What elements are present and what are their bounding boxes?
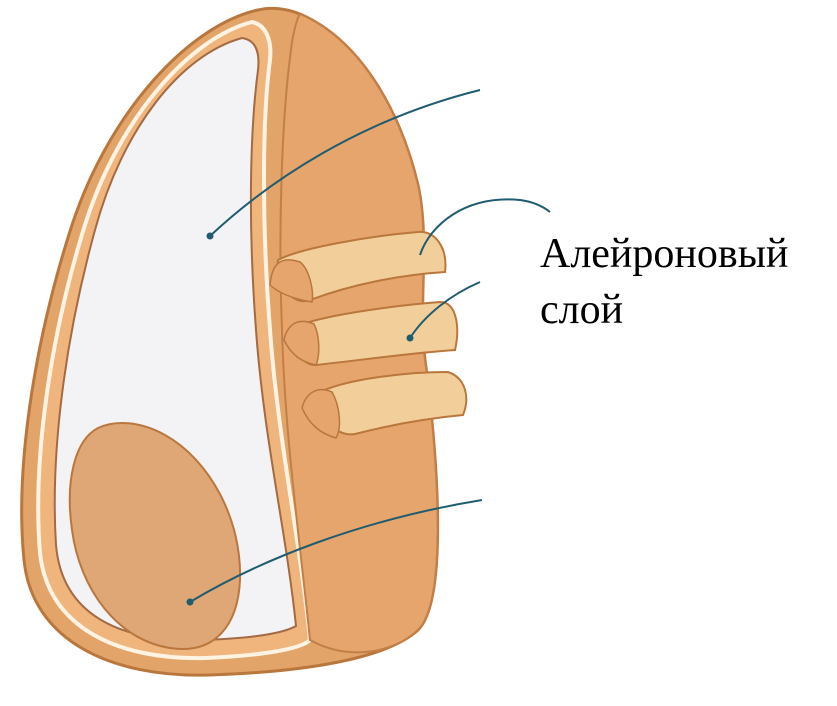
leader-dot-endosperm: [207, 233, 214, 240]
label-line-2: слой: [540, 282, 788, 338]
leader-dot-flap: [407, 335, 414, 342]
label-line-1: Алейроновый: [540, 226, 788, 282]
leader-dot-embryo: [187, 599, 194, 606]
aleurone-layer-label: Алейроновый слой: [540, 226, 788, 338]
